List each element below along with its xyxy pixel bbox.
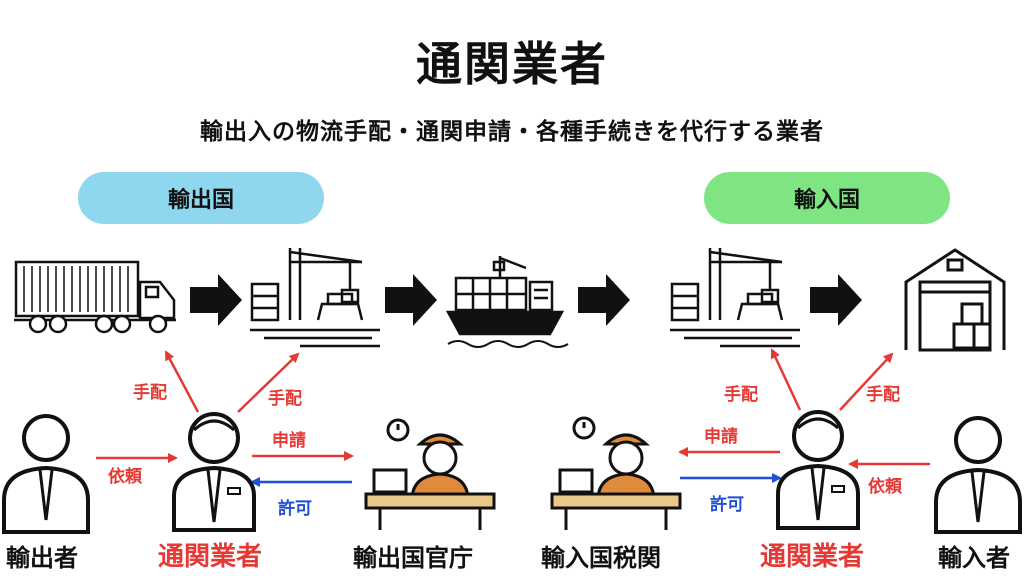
permit-label-right: 許可 xyxy=(710,495,744,515)
export-country-pill: 輸出国 xyxy=(78,172,324,224)
export-authority-label: 輸出国官庁 xyxy=(353,544,473,572)
import-officer-icon xyxy=(550,416,682,530)
importer-person-icon xyxy=(934,416,1022,534)
port-crane-icon xyxy=(670,248,800,348)
arrange-label-1: 手配 xyxy=(133,383,167,403)
broker-right-label: 通関業者 xyxy=(760,542,865,572)
port-crane-icon xyxy=(250,248,380,348)
flow-arrow-3 xyxy=(578,274,630,326)
exporter-label: 輸出者 xyxy=(6,544,78,572)
arrange-label-2: 手配 xyxy=(268,389,302,409)
flow-arrows xyxy=(190,274,862,326)
flow-arrow-2 xyxy=(385,274,437,326)
permit-label-left: 許可 xyxy=(278,499,312,519)
import-customs-label: 輸入国税関 xyxy=(541,544,661,572)
request-label-left: 依頼 xyxy=(108,467,142,487)
export-country-label: 輸出国 xyxy=(167,188,234,213)
arrange-label-4: 手配 xyxy=(866,385,900,405)
importer-label: 輸入者 xyxy=(938,544,1010,572)
broker-person-icon xyxy=(172,412,256,532)
cargo-ship-icon xyxy=(445,256,569,348)
page-title: 通関業者 xyxy=(416,37,608,91)
flow-arrow-4 xyxy=(810,274,862,326)
page-subtitle: 輸出入の物流手配・通関申請・各種手続きを代行する業者 xyxy=(200,119,824,145)
apply-label-left: 申請 xyxy=(272,431,306,451)
import-country-label: 輸入国 xyxy=(793,188,860,213)
arrange-arrow-2 xyxy=(237,352,300,413)
export-officer-icon xyxy=(364,418,496,530)
container-truck-icon xyxy=(14,260,176,334)
arrange-arrow-1 xyxy=(164,350,200,413)
request-label-right: 依頼 xyxy=(868,477,902,497)
exporter-person-icon xyxy=(2,414,90,534)
broker-left-label: 通関業者 xyxy=(158,542,263,572)
arrange-label-3: 手配 xyxy=(724,385,758,405)
arrange-arrow-4 xyxy=(839,352,894,411)
warehouse-icon xyxy=(904,248,1006,352)
import-country-pill: 輸入国 xyxy=(704,172,950,224)
flow-arrow-1 xyxy=(190,274,242,326)
broker-person-icon xyxy=(776,410,860,530)
arrange-arrow-3 xyxy=(770,348,802,411)
apply-label-right: 申請 xyxy=(704,427,738,447)
